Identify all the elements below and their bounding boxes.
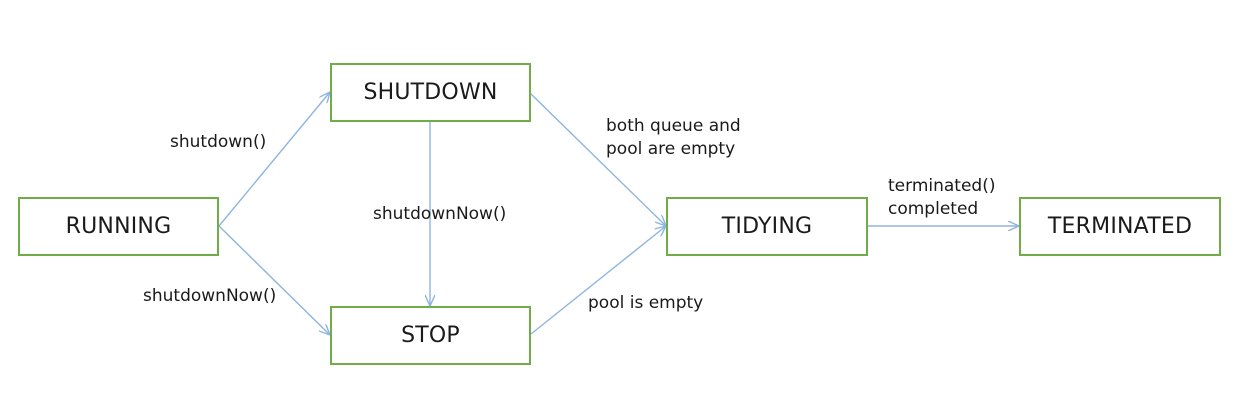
- arrow-stop-to-tidying: [530, 226, 666, 335]
- arrow-shutdown-to-tidying: [530, 93, 666, 226]
- label-shutdown-to-tidying-line2: pool are empty: [606, 139, 736, 159]
- arrow-running-to-shutdown: [218, 92, 330, 227]
- state-shutdown: SHUTDOWN: [330, 63, 531, 122]
- label-shutdown-to-tidying-line1: both queue and: [606, 116, 741, 136]
- label-running-to-stop: shutdownNow(): [143, 286, 277, 306]
- label-tidying-to-terminated-line2: completed: [888, 199, 979, 219]
- state-terminated: TERMINATED: [1019, 197, 1221, 256]
- label-running-to-shutdown: shutdown(): [170, 132, 267, 152]
- state-tidying: TIDYING: [666, 197, 868, 256]
- label-tidying-to-terminated-line1: terminated(): [888, 176, 996, 196]
- label-shutdown-to-stop: shutdownNow(): [373, 204, 507, 224]
- state-stop: STOP: [330, 306, 531, 365]
- arrow-running-to-stop: [218, 225, 330, 335]
- state-running: RUNNING: [18, 197, 219, 256]
- label-stop-to-tidying: pool is empty: [588, 293, 704, 313]
